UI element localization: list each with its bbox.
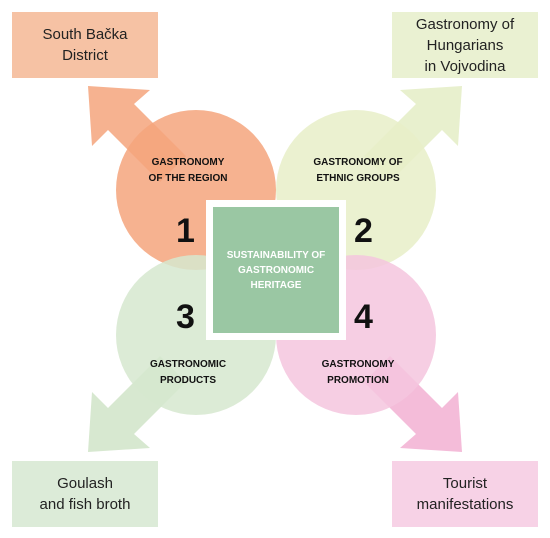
box-text: Tourist manifestations (416, 475, 514, 513)
box-goulash-fish-broth: Goulash and fish broth (12, 461, 158, 527)
box-south-backa-district: South Bačka District (12, 12, 158, 78)
number-1: 1 (176, 212, 195, 250)
box-text: Goulash and fish broth (39, 475, 131, 513)
box-hungarians-vojvodina: Gastronomy of Hungarians in Vojvodina (392, 12, 538, 78)
box-text: South Bačka District (42, 26, 128, 64)
center-frame: SUSTAINABILITY OF GASTRONOMIC HERITAGE (206, 200, 346, 340)
number-2: 2 (354, 212, 373, 250)
number-4: 4 (354, 298, 373, 336)
box-text: Gastronomy of Hungarians in Vojvodina (415, 15, 515, 75)
center-label: SUSTAINABILITY OF GASTRONOMIC HERITAGE (226, 249, 326, 291)
center-box: SUSTAINABILITY OF GASTRONOMIC HERITAGE (213, 207, 339, 333)
circle-label-promotion: GASTRONOMY PROMOTION (321, 359, 395, 386)
circle-label-ethnic-groups: GASTRONOMY OF ETHNIC GROUPS (313, 157, 403, 184)
circle-label-products: GASTRONOMIC PRODUCTS (149, 359, 227, 386)
circle-label-region: GASTRONOMY OF THE REGION (148, 157, 228, 184)
box-tourist-manifestations: Tourist manifestations (392, 461, 538, 527)
number-3: 3 (176, 298, 195, 336)
